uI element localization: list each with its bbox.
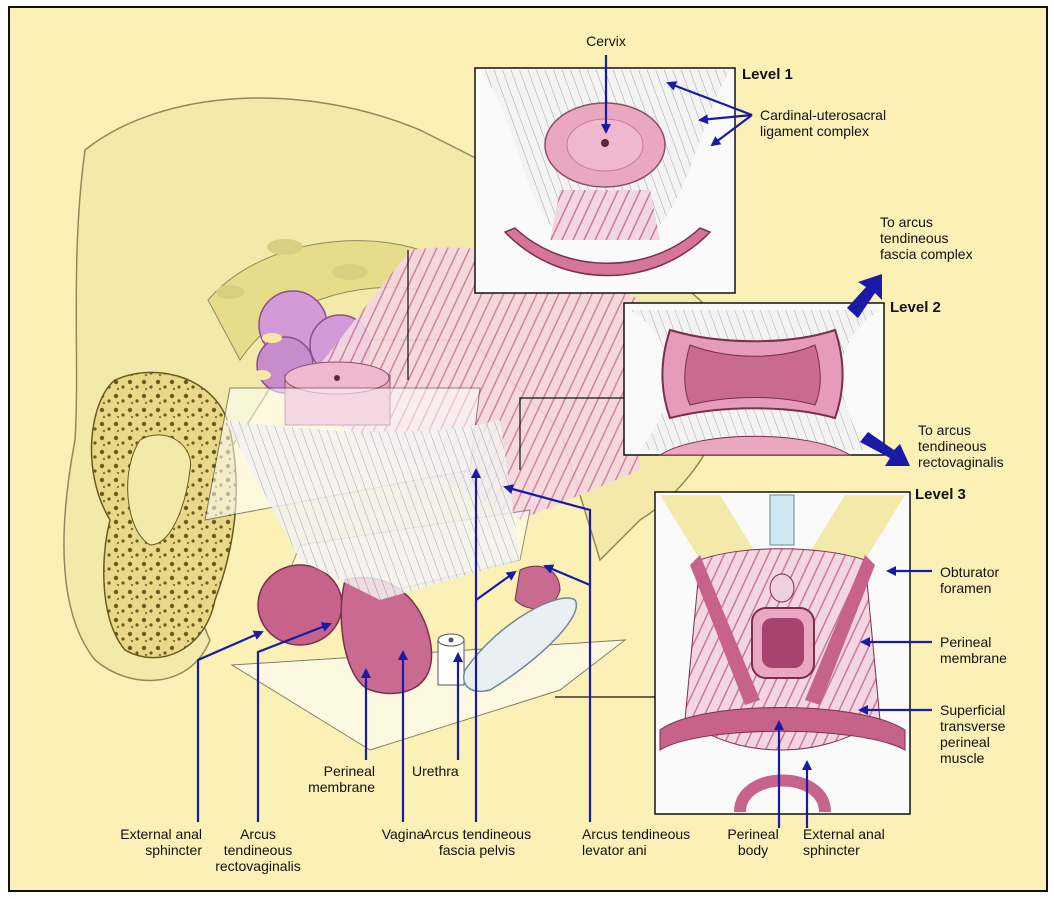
label-arcus-rectovag: Arcus tendineous rectovaginalis xyxy=(200,826,316,874)
label-obturator: Obturator foramen xyxy=(940,564,999,596)
label-perineal-membrane-r: Perineal membrane xyxy=(940,634,1007,666)
label-level2: Level 2 xyxy=(890,300,941,316)
label-level1: Level 1 xyxy=(742,67,793,83)
urethra xyxy=(438,634,464,685)
level3-inset xyxy=(655,492,910,814)
label-ext-anal-l: External anal sphincter xyxy=(98,826,202,858)
label-cervix: Cervix xyxy=(580,33,632,49)
label-ext-anal-r: External anal sphincter xyxy=(803,826,885,858)
label-urethra: Urethra xyxy=(412,763,459,779)
label-perineal-membrane-l: Perineal membrane xyxy=(300,763,375,795)
label-superficial: Superficial transverse perineal muscle xyxy=(940,702,1005,766)
label-arcus-fascia-pelvis: Arcus tendineous fascia pelvis xyxy=(418,826,536,858)
label-to-arcus-fascia: To arcus tendineous fascia complex xyxy=(880,214,973,262)
label-arcus-levator: Arcus tendineous levator ani xyxy=(582,826,690,858)
label-perineal-body: Perineal body xyxy=(722,826,784,858)
pointer-arcus-fascia-pelvis-2 xyxy=(476,572,515,600)
label-level3: Level 3 xyxy=(915,487,966,503)
label-cardinal: Cardinal-uterosacral ligament complex xyxy=(760,107,886,139)
level2-inset xyxy=(624,303,884,455)
label-to-arcus-recto: To arcus tendineous rectovaginalis xyxy=(918,422,1004,470)
pointer-ext-anal-l xyxy=(198,632,262,822)
